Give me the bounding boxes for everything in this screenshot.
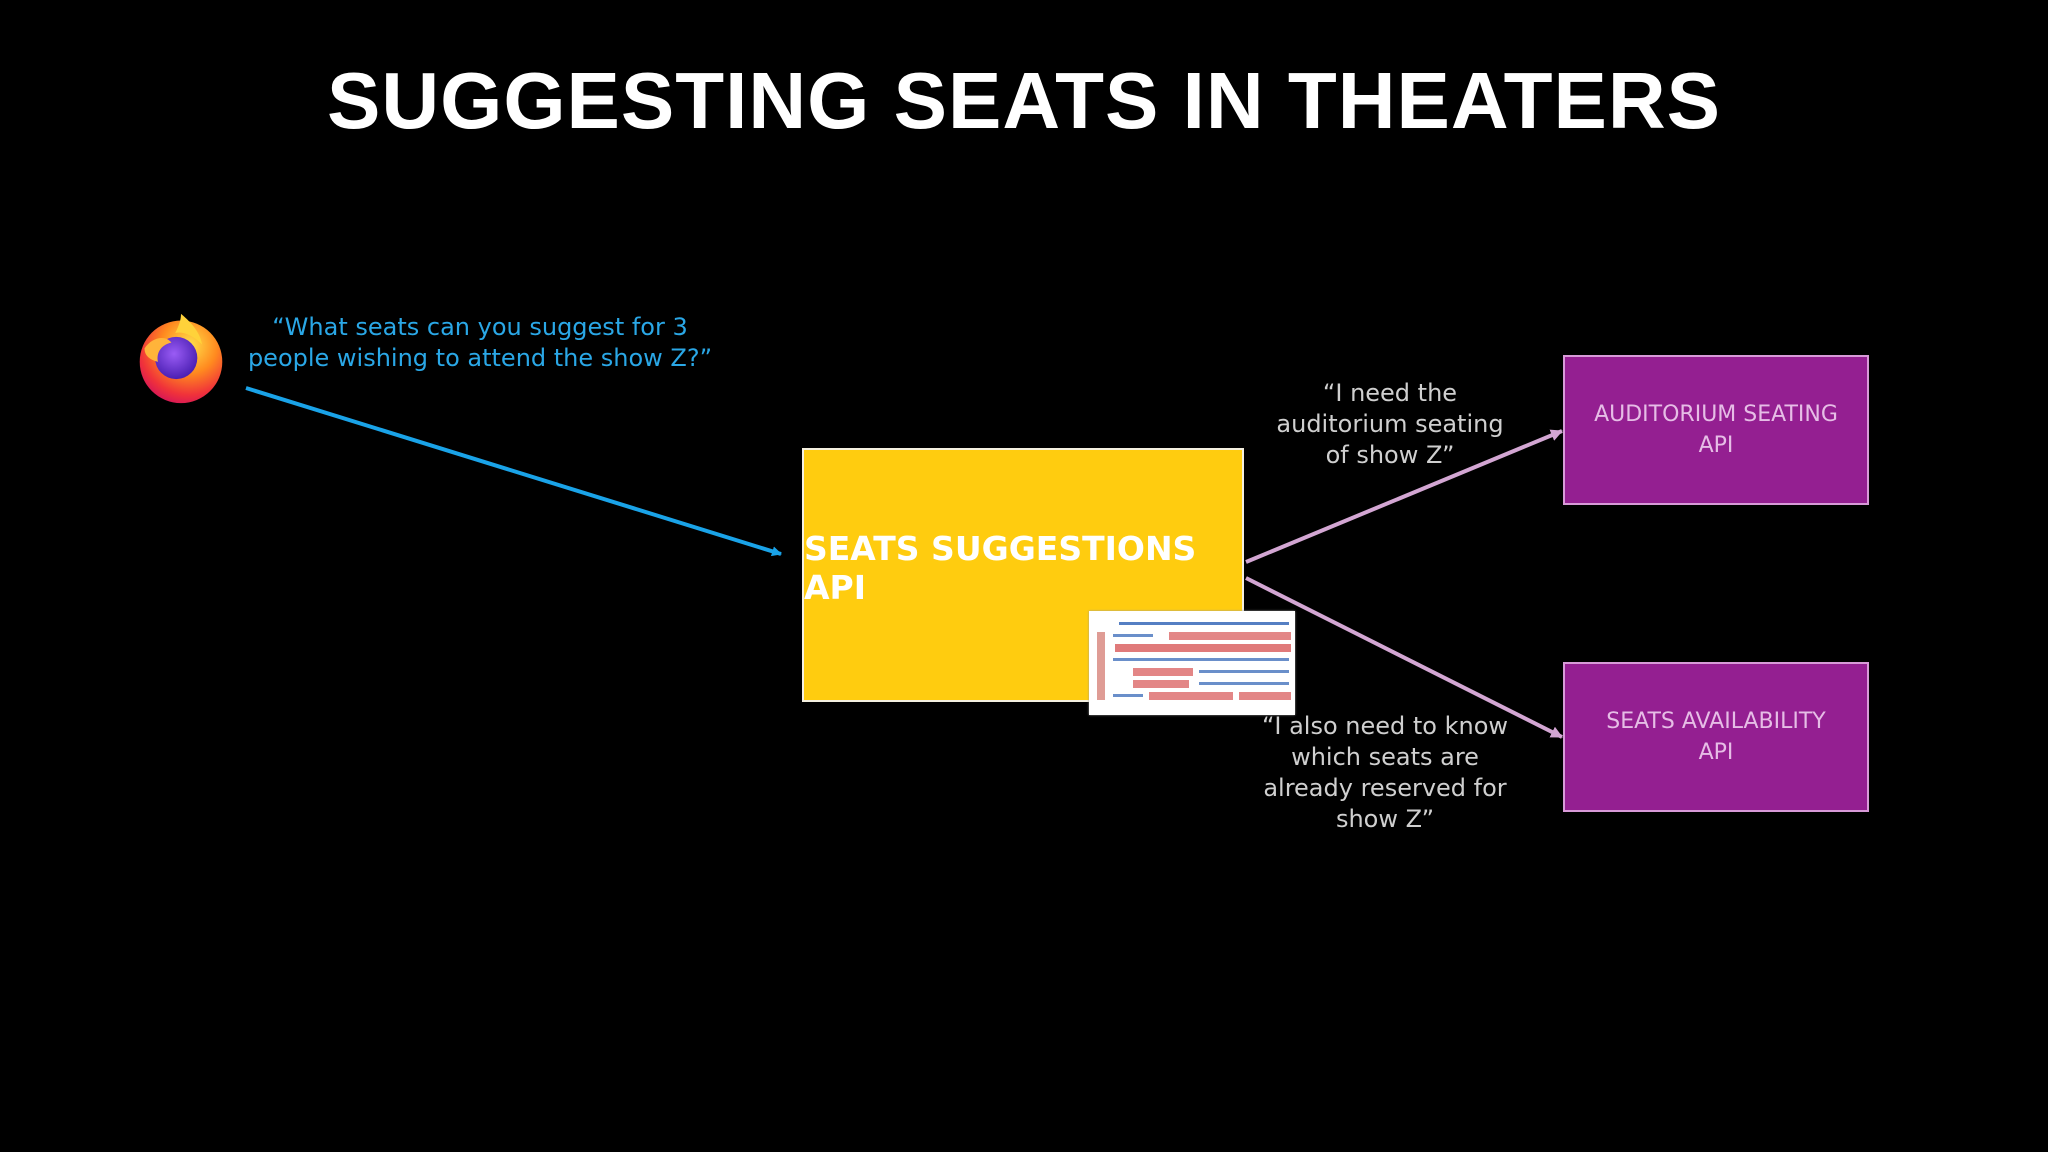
seating-request-quote: “I need the auditorium seating of show Z… [1276,379,1504,469]
availability-request-quote: “I also need to know which seats are alr… [1261,712,1509,833]
seats-suggestions-api-box: SEATS SUGGESTIONS API [802,448,1244,702]
seats-availability-api-label: SEATS AVAILABILITY API [1606,709,1826,765]
seats-availability-api-box: SEATS AVAILABILITY API [1563,662,1869,812]
user-to-api-arrow [245,386,782,557]
api-to-seating-arrow [1245,429,1563,564]
auditorium-seating-api-label: AUDITORIUM SEATING API [1594,402,1838,458]
firefox-icon [139,313,223,404]
auditorium-seating-api-box: AUDITORIUM SEATING API [1563,355,1869,505]
seat-map-row-b-bar [1115,644,1291,652]
slide-title: SUGGESTING SEATS IN THEATERS [326,56,1722,145]
api-to-availability-arrow [1245,576,1563,739]
user-request-quote: “What seats can you suggest for 3 people… [247,313,713,372]
seat-map-thumbnail [1089,611,1295,715]
seats-suggestions-api-label: SEATS SUGGESTIONS API [804,529,1197,607]
